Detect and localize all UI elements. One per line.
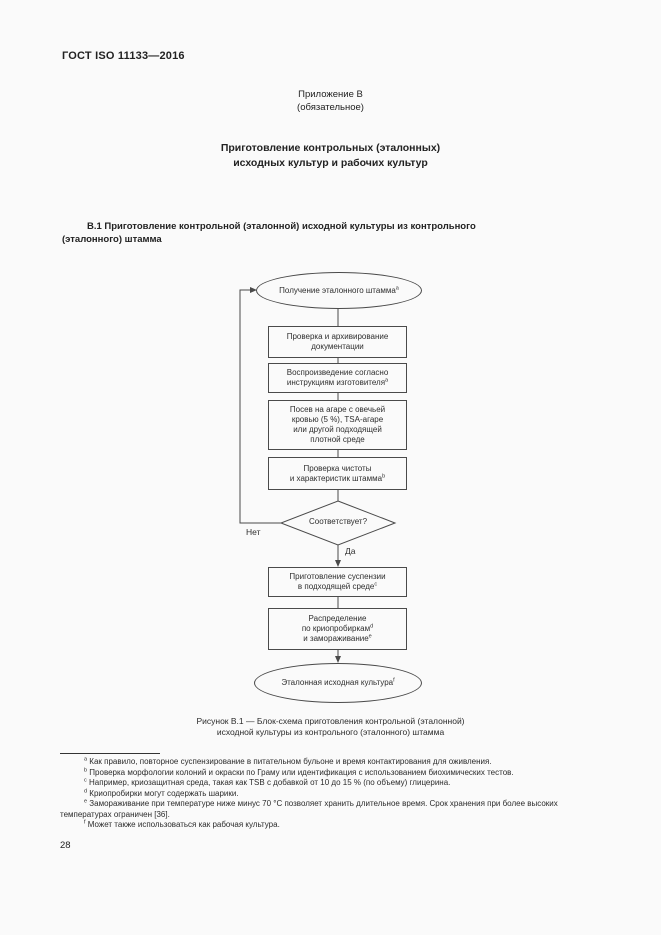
footnote-separator <box>60 753 160 754</box>
end-text: Эталонная исходная культура <box>281 678 394 687</box>
appendix-header: Приложение В (обязательное) <box>0 88 661 114</box>
box3-line1: Посев на агаре с овечьей <box>289 405 386 414</box>
flow-node-start: Получение эталонного штаммаa <box>256 272 422 309</box>
start-text: Получение эталонного штамма <box>279 285 396 295</box>
footnote-d-marker: d <box>84 787 88 794</box>
footnote-b: b Проверка морфологии колоний и окраски … <box>60 766 605 779</box>
footnote-b-text: Проверка морфологии колоний и окраски по… <box>89 767 514 777</box>
box1-line2: документации <box>311 342 364 351</box>
footnote-ref-b: b <box>382 472 386 479</box>
appendix-title-line2: исходных культур и рабочих культур <box>233 157 428 169</box>
flow-node-suspension: Приготовление суспензии в подходящей сре… <box>268 567 407 597</box>
box2-line1: Воспроизведение согласно <box>286 368 389 377</box>
footnote-d-text: Криопробирки могут содержать шарики. <box>89 788 239 798</box>
footnote-ref-a2: a <box>385 377 389 384</box>
figure-caption: Рисунок В.1 — Блок-схема приготовления к… <box>0 716 661 738</box>
box5-line1: Приготовление суспензии <box>289 572 386 581</box>
box3-line4: плотной среде <box>310 435 365 444</box>
flow-node-cryovials: Распределение по криопробиркамd и замора… <box>268 608 407 650</box>
footnote-ref-f: f <box>393 677 395 684</box>
section-heading-line1: В.1 Приготовление контрольной (эталонной… <box>87 221 476 232</box>
box1-line1: Проверка и архивирование <box>286 332 389 341</box>
footnote-a-text: Как правило, повторное суспензирование в… <box>89 757 492 766</box>
section-heading-b1: В.1 Приготовление контрольной (эталонной… <box>62 220 562 246</box>
page-number: 28 <box>60 840 71 851</box>
decision-no-label: Нет <box>246 527 261 537</box>
flow-node-reproduction: Воспроизведение согласно инструкциям изг… <box>268 363 407 393</box>
box2-line2: инструкциям изготовителя <box>286 378 386 387</box>
footnote-a: a Как правило, повторное суспензирование… <box>60 757 605 768</box>
box6-line3: и замораживание <box>303 634 369 643</box>
footnote-b-marker: b <box>84 766 88 773</box>
footnote-ref-c: c <box>374 581 378 588</box>
figure-caption-line1: Рисунок В.1 — Блок-схема приготовления к… <box>196 716 465 726</box>
footnote-d: d Криопробирки могут содержать шарики. <box>60 787 605 800</box>
footnote-f-text: Может также использоваться как рабочая к… <box>87 820 280 829</box>
decision-yes-label: Да <box>345 546 356 556</box>
footnote-ref-a: a <box>395 284 399 291</box>
section-heading-line2: (эталонного) штамма <box>62 234 162 245</box>
footnote-e-text: Замораживание при температуре ниже минус… <box>60 799 558 819</box>
box6-line1: Распределение <box>308 614 367 623</box>
flow-node-purity-check: Проверка чистоты и характеристик штаммаb <box>268 457 407 490</box>
footnotes-block: a Как правило, повторное суспензирование… <box>60 757 605 831</box>
footnote-e: e Замораживание при температуре ниже мин… <box>60 799 605 820</box>
footnote-e-marker: e <box>84 798 88 805</box>
box4-line1: Проверка чистоты <box>303 463 372 473</box>
box3-line2: кровью (5 %), TSA-агаре <box>291 415 384 424</box>
footnote-ref-d: d <box>370 623 374 630</box>
footnote-f: f Может также использоваться как рабочая… <box>60 820 605 831</box>
flow-node-end: Эталонная исходная культураf <box>254 663 422 703</box>
footnote-c-text: Например, криозащитная среда, такая как … <box>88 778 451 787</box>
footnote-a-marker: a <box>84 756 88 763</box>
flow-node-doc-check: Проверка и архивирование документации <box>268 326 407 358</box>
box6-line2: по криопробиркам <box>301 624 371 633</box>
flow-node-plating: Посев на агаре с овечьей кровью (5 %), T… <box>268 400 407 450</box>
footnote-c-marker: c <box>84 777 87 784</box>
box3-line3: или другой подходящей <box>293 425 382 434</box>
appendix-title: Приготовление контрольных (эталонных) ис… <box>0 141 661 171</box>
footnote-c: c Например, криозащитная среда, такая ка… <box>60 778 605 789</box>
appendix-title-line1: Приготовление контрольных (эталонных) <box>220 142 441 154</box>
box4-line2: и характеристик штамма <box>289 473 383 483</box>
appendix-type: (обязательное) <box>297 102 364 113</box>
footnote-ref-e: e <box>368 633 372 640</box>
figure-caption-line2: исходной культуры из контрольного (этало… <box>216 727 445 737</box>
appendix-label: Приложение В <box>298 89 363 100</box>
box5-line2: в подходящей среде <box>297 582 375 591</box>
footnote-f-marker: f <box>84 819 86 826</box>
standard-designation: ГОСТ ISO 11133—2016 <box>62 50 185 62</box>
flow-node-decision: Соответствует? <box>308 517 368 526</box>
